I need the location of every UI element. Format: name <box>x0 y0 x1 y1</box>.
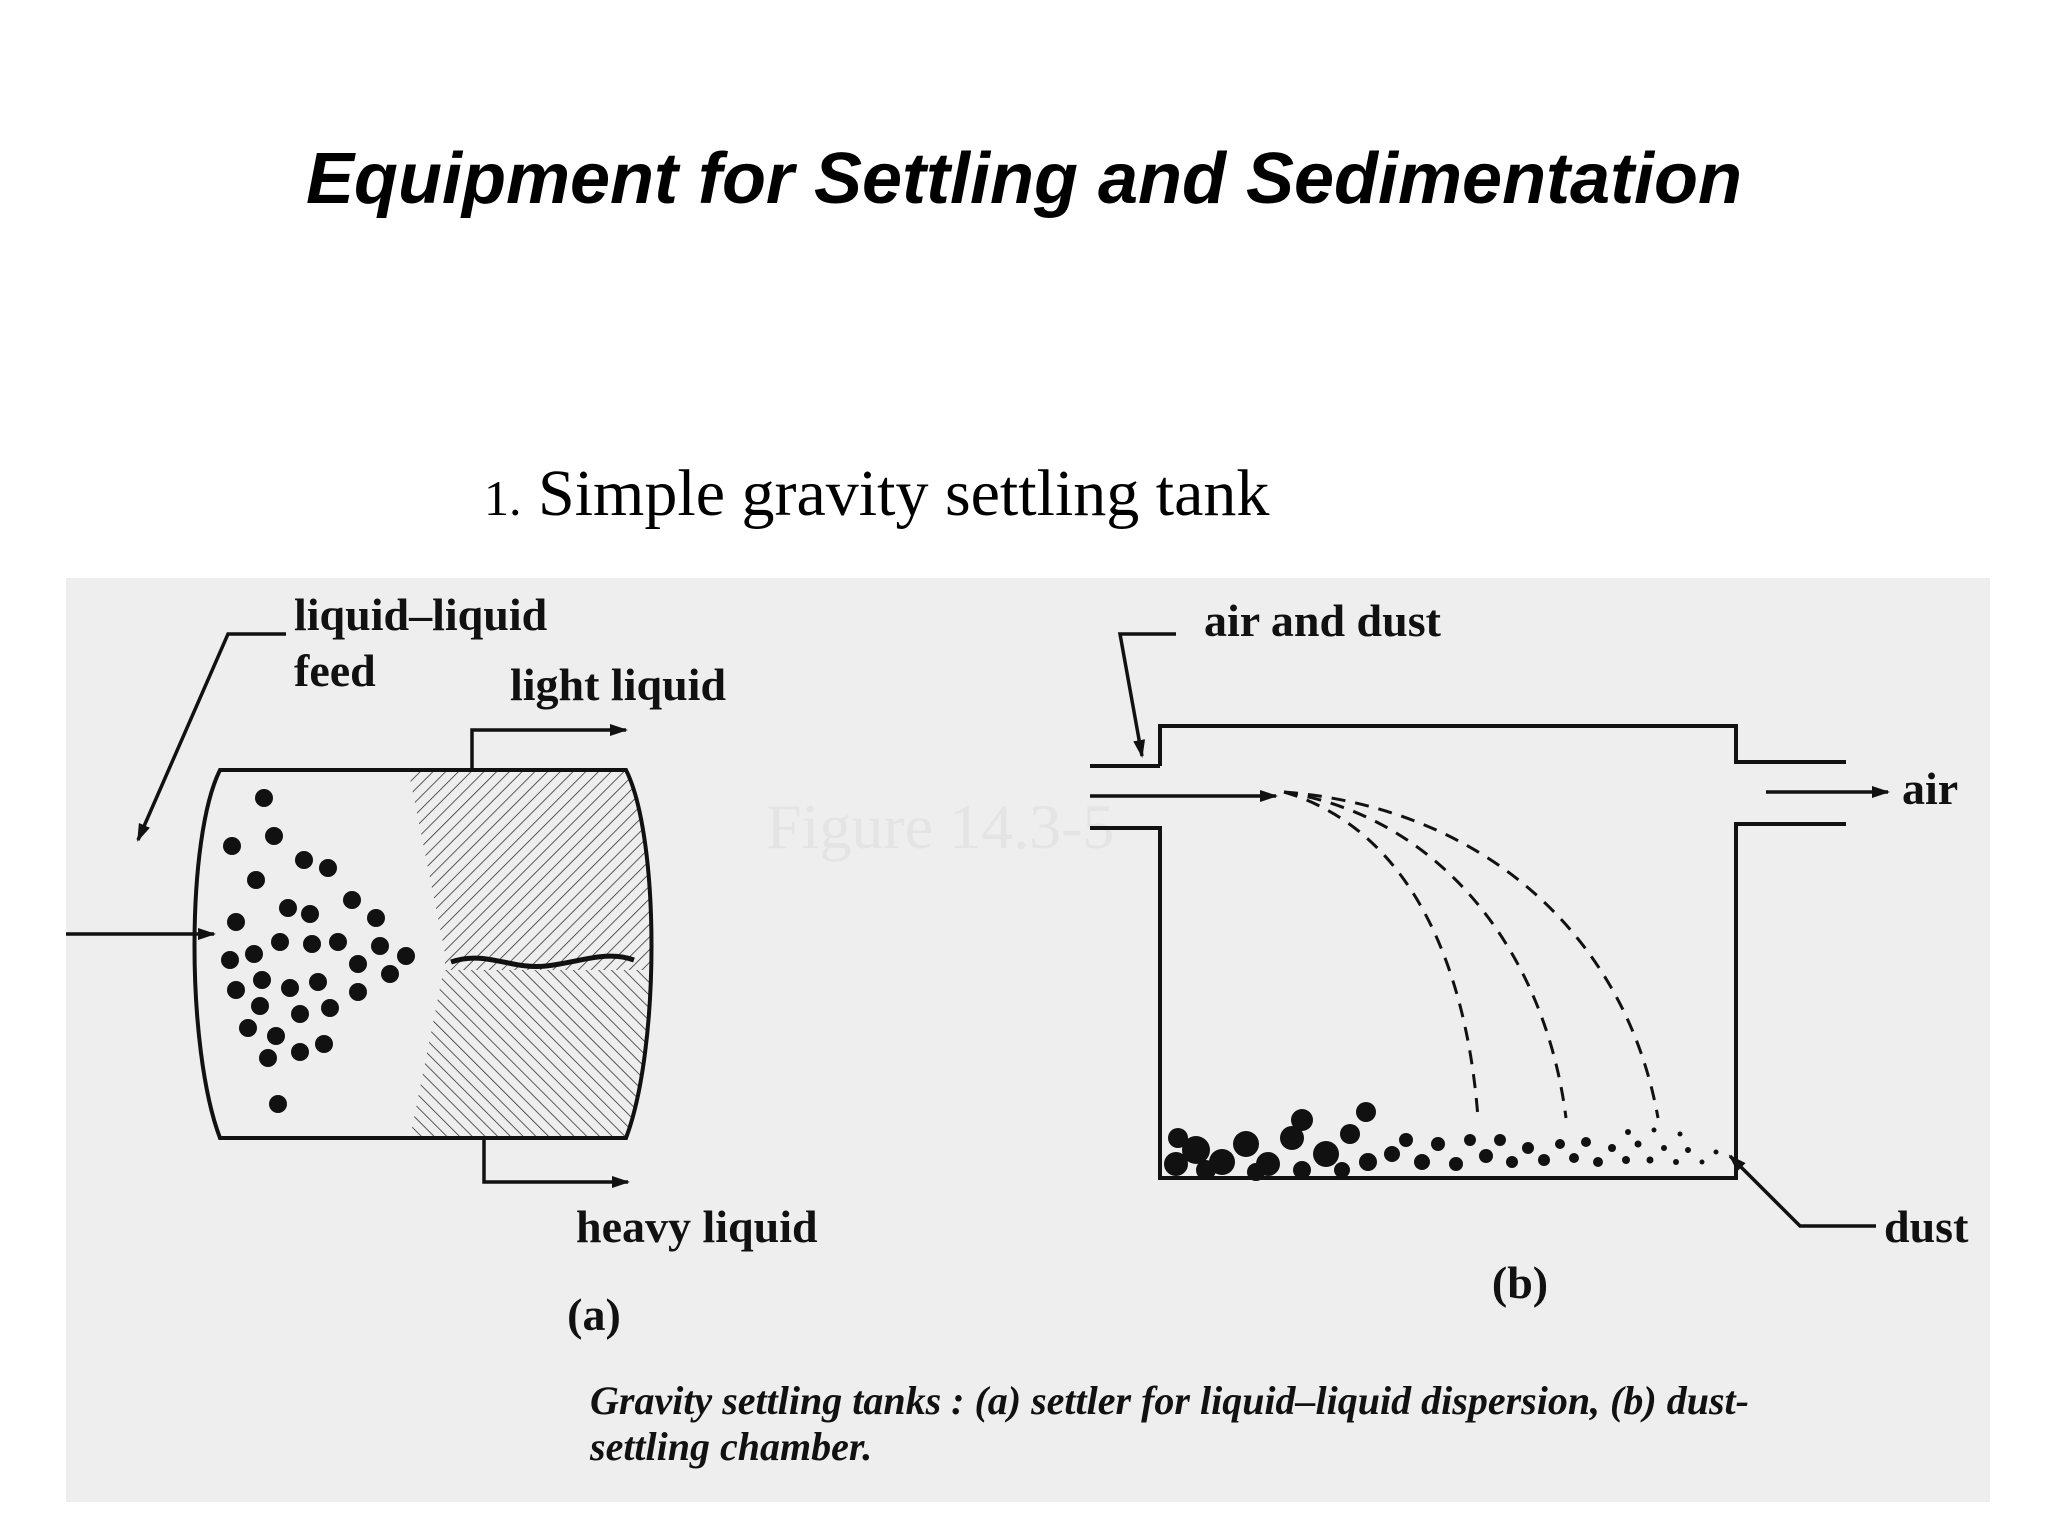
heavy-liquid-label: heavy liquid <box>576 1201 818 1252</box>
heavy-liquid-outlet-arrow <box>482 1138 630 1188</box>
subtitle-text: Simple gravity settling tank <box>538 457 1270 530</box>
dust-label: dust <box>1884 1201 1969 1252</box>
dust-settling-chamber: air and dust air dust (b) <box>1090 595 1969 1308</box>
tank-hatching <box>194 770 652 1138</box>
liquid-interface-line <box>450 953 635 970</box>
settler-tank-outline <box>192 768 654 1140</box>
panel-a-label: (a) <box>567 1289 621 1340</box>
inlet-pointer-arrow <box>1117 632 1176 758</box>
settling-tanks-figure: Figure 14.3-5 <box>66 578 1990 1502</box>
chamber-bottom-wall <box>1090 822 1846 1180</box>
caption-line-2: settling chamber. <box>589 1424 872 1469</box>
subtitle-number: 1. <box>484 470 522 526</box>
particle-trajectories <box>1283 790 1660 1119</box>
figure-svg: Figure 14.3-5 <box>66 578 1990 1502</box>
chamber-top-wall <box>1158 724 1846 766</box>
liquid-liquid-settler: liquid–liquid feed light liquid heavy li… <box>66 589 818 1340</box>
feed-label-line2: feed <box>294 645 376 696</box>
ghost-figure-number: Figure 14.3-5 <box>766 791 1114 862</box>
light-liquid-outlet-arrow <box>470 724 628 770</box>
dust-pointer-arrow <box>1728 1154 1876 1228</box>
air-outlet-label: air <box>1902 763 1958 814</box>
air-and-dust-label: air and dust <box>1204 595 1442 646</box>
caption-line-1: Gravity settling tanks : (a) settler for… <box>590 1378 1749 1423</box>
feed-label-line1: liquid–liquid <box>294 589 548 640</box>
dispersed-droplets <box>221 789 415 1113</box>
subtitle: 1. Simple gravity settling tank <box>484 456 1269 532</box>
light-liquid-label: light liquid <box>510 659 726 710</box>
settled-dust-layer <box>1164 1102 1719 1181</box>
feed-pointer-arrow <box>136 632 286 842</box>
panel-b-label: (b) <box>1492 1257 1548 1308</box>
slide-title: Equipment for Settling and Sedimentation <box>305 139 1743 219</box>
